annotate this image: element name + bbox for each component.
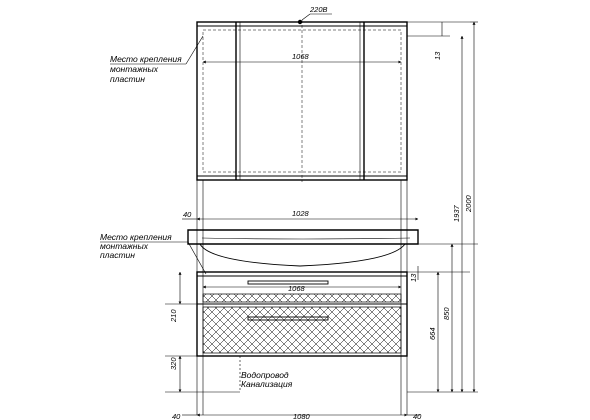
drawer-dim: 210: [169, 309, 178, 323]
sink-countertop: [187, 229, 419, 245]
mirror-width-dim: 1068: [292, 52, 310, 61]
height-850-dim: 850: [442, 307, 451, 320]
sink-mount-label-1: Место крепления: [100, 232, 172, 242]
mirror-mount-label-2: монтажных: [110, 64, 159, 74]
left-bottom-dim: 40: [172, 412, 181, 420]
sewer-label: Канализация: [241, 379, 293, 389]
cabinet-width-dim: 1068: [288, 284, 306, 293]
height-2000-dim: 2000: [464, 194, 473, 213]
sink-mount-label-3: пластин: [100, 250, 135, 260]
upper-handle: [247, 280, 329, 285]
power-socket-icon: [297, 19, 303, 25]
upper-drawer-panel: [202, 293, 402, 303]
height-1937-dim: 1937: [452, 204, 461, 222]
mirror-top-offset-dim: 13: [433, 51, 442, 60]
sink-mount-label-2: монтажных: [100, 241, 149, 251]
bottom-dim: 320: [169, 357, 178, 370]
mirror-cabinet: 220В 1068 Место крепления монтажных плас…: [110, 5, 470, 182]
right-bottom-dim: 40: [413, 412, 422, 420]
power-label: 220В: [309, 5, 328, 14]
mirror-mount-label-1: Место крепления: [110, 54, 182, 64]
lower-drawer-panel: [202, 306, 402, 354]
bottom-width-dim: 1080: [293, 412, 311, 420]
sink-unit: 40 1028 Место крепления монтажных пласти…: [100, 209, 470, 420]
sink-basin: [199, 243, 406, 267]
height-664-dim: 664: [428, 327, 437, 340]
cabinet-top-offset-dim: 13: [409, 273, 418, 282]
sink-side-dim: 40: [183, 210, 192, 219]
sink-width-dim: 1028: [292, 209, 310, 218]
sink-cabinet-body: [196, 271, 408, 357]
water-supply-label: Водопровод: [241, 370, 289, 380]
mirror-mount-label-3: пластин: [110, 74, 145, 84]
overall-dimensions: 664 850 1937 2000: [407, 21, 478, 393]
lower-handle: [247, 316, 329, 321]
